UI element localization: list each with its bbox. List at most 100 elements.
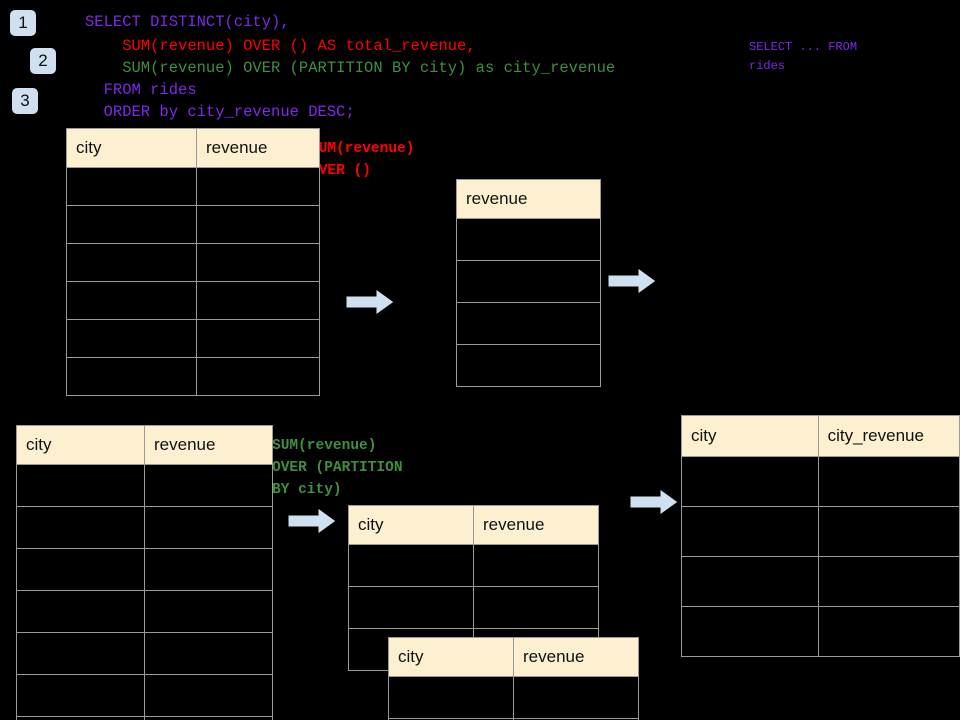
- table-cell: [66, 357, 197, 396]
- table-body: [388, 676, 639, 720]
- table-cell: [196, 357, 320, 396]
- table-row: [456, 260, 601, 303]
- column-header-city: city: [16, 425, 145, 465]
- table-cell: [348, 586, 474, 629]
- table-cell: [513, 718, 639, 720]
- table-cell: [196, 205, 320, 244]
- table-cell: [144, 716, 273, 720]
- table-cell: [817, 556, 960, 607]
- table-cell: [456, 218, 601, 261]
- table-cell: [16, 548, 145, 591]
- table-row: [681, 556, 960, 607]
- table-cell: [196, 281, 320, 320]
- table-cell: [144, 464, 273, 507]
- table-row: [456, 218, 601, 261]
- table-row: [681, 606, 960, 657]
- table-row: [388, 718, 639, 720]
- table-row: [16, 716, 273, 720]
- table-cell: [681, 556, 819, 607]
- table-cell: [473, 586, 599, 629]
- table-body: [16, 464, 273, 720]
- table-cell: [66, 205, 197, 244]
- arrow-rides-to-total-icon: [346, 289, 394, 315]
- table-cell: [681, 506, 819, 557]
- table-cell: [388, 676, 514, 719]
- sql-line-select: SELECT DISTINCT(city),: [85, 13, 290, 31]
- table-row: [66, 243, 320, 282]
- table-cell: [196, 319, 320, 358]
- table-row: [66, 357, 320, 396]
- step-badge-2: 2: [30, 48, 56, 74]
- column-header-revenue: revenue: [513, 637, 639, 677]
- arrow-total-to-result-icon: [608, 268, 656, 294]
- table-cell: [196, 167, 320, 206]
- table-row: [66, 205, 320, 244]
- table-cell: [513, 676, 639, 719]
- table-row: [681, 456, 960, 507]
- table-row: [16, 548, 273, 591]
- table-header-row: city city_revenue: [681, 415, 960, 457]
- column-header-city-revenue: city_revenue: [817, 415, 960, 457]
- table-cell: [456, 302, 601, 345]
- table-cell: [144, 590, 273, 633]
- table-cell: [456, 344, 601, 387]
- table-row: [16, 590, 273, 633]
- table-header-row: city revenue: [66, 128, 320, 168]
- table-row: [348, 544, 599, 587]
- table-cell: [473, 544, 599, 587]
- table-cell: [348, 544, 474, 587]
- table-cell: [144, 674, 273, 717]
- column-header-city: city: [348, 505, 474, 545]
- table-row: [16, 674, 273, 717]
- rides-source-table-top: city revenue: [66, 128, 320, 396]
- column-header-revenue: revenue: [473, 505, 599, 545]
- table-cell: [144, 506, 273, 549]
- table-row: [16, 632, 273, 675]
- table-row: [16, 506, 273, 549]
- column-header-city: city: [66, 128, 197, 168]
- table-cell: [16, 674, 145, 717]
- table-row: [66, 281, 320, 320]
- table-cell: [144, 632, 273, 675]
- table-cell: [144, 548, 273, 591]
- arrow-partition-to-result-icon: [630, 489, 678, 515]
- table-cell: [456, 260, 601, 303]
- sql-sidenote-select-from-rides: SELECT ... FROM rides: [749, 40, 858, 73]
- table-header-row: city revenue: [16, 425, 273, 465]
- table-body: [456, 218, 601, 387]
- arrow-rides-to-partition-icon: [288, 508, 336, 534]
- table-cell: [66, 319, 197, 358]
- annotation-sum-over-empty: SUM(revenue) OVER (): [310, 141, 415, 179]
- table-header-row: revenue: [456, 179, 601, 219]
- table-cell: [196, 243, 320, 282]
- table-row: [456, 344, 601, 387]
- table-cell: [817, 606, 960, 657]
- table-row: [66, 167, 320, 206]
- table-cell: [681, 456, 819, 507]
- table-cell: [66, 243, 197, 282]
- table-cell: [66, 281, 197, 320]
- table-cell: [16, 506, 145, 549]
- sql-line-city-revenue: SUM(revenue) OVER (PARTITION BY city) as…: [85, 59, 616, 77]
- table-body: [66, 167, 320, 396]
- annotation-sum-over-partition: SUM(revenue) OVER (PARTITION BY city): [272, 438, 403, 498]
- column-header-city: city: [681, 415, 819, 457]
- table-cell: [66, 167, 197, 206]
- table-row: [681, 506, 960, 557]
- partition-group-table-b: city revenue: [388, 637, 639, 720]
- table-cell: [817, 506, 960, 557]
- sql-line-order-by: ORDER by city_revenue DESC;: [85, 103, 355, 121]
- column-header-revenue: revenue: [196, 128, 320, 168]
- sql-line-total-revenue: SUM(revenue) OVER () AS total_revenue,: [85, 37, 476, 55]
- table-row: [16, 464, 273, 507]
- column-header-revenue: revenue: [456, 179, 601, 219]
- table-header-row: city revenue: [348, 505, 599, 545]
- table-header-row: city revenue: [388, 637, 639, 677]
- step-badge-3: 3: [12, 88, 38, 114]
- table-row: [66, 319, 320, 358]
- table-cell: [16, 632, 145, 675]
- column-header-revenue: revenue: [144, 425, 273, 465]
- result-city-revenue-table: city city_revenue: [681, 415, 960, 657]
- table-cell: [681, 606, 819, 657]
